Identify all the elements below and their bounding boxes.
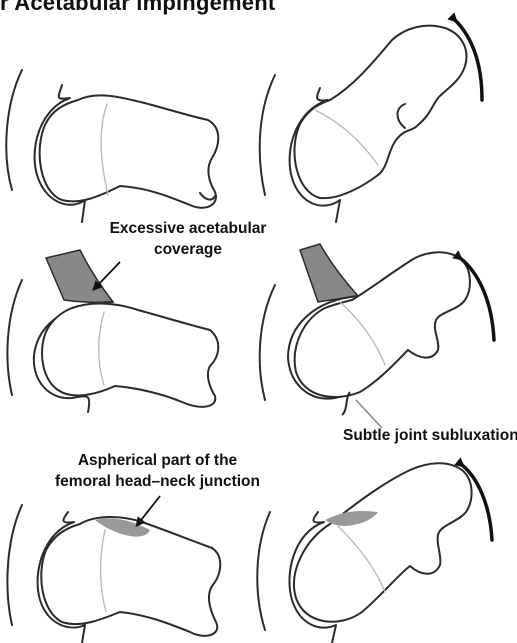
- excessive-coverage-label-line1: Excessive acetabular: [108, 218, 268, 239]
- pelvis-outline: [260, 285, 275, 400]
- excessive-coverage-label-line2: coverage: [108, 239, 268, 260]
- pelvis-outline: [260, 75, 275, 195]
- pelvis-outline: [6, 70, 22, 190]
- panel-row2-left: [7, 250, 218, 412]
- panel-row3-right: [257, 463, 471, 643]
- panel-row1-right: [260, 26, 467, 222]
- subluxation-pointer: [356, 400, 382, 428]
- femur-outline: [294, 463, 472, 622]
- femur-outline: [40, 95, 219, 207]
- aspherical-label: Aspherical part of the femoral head–neck…: [45, 450, 270, 492]
- excess-coverage-hatch: [46, 250, 113, 302]
- panel-row2-right: [260, 244, 470, 400]
- coverage-pointer: [95, 262, 120, 288]
- pelvis-outline: [257, 512, 270, 630]
- subluxation-label: Subtle joint subluxation: [343, 425, 517, 446]
- excess-coverage-hatch: [300, 244, 358, 302]
- panel-row3-left: [7, 505, 220, 643]
- femur-outline: [42, 304, 218, 407]
- excessive-coverage-label: Excessive acetabular coverage: [108, 218, 268, 260]
- panel-row1-left: [6, 70, 218, 222]
- pelvis-outline: [7, 280, 22, 395]
- pelvis-outline: [7, 505, 22, 625]
- aspherical-pointer: [138, 496, 160, 524]
- aspherical-label-line2: femoral head–neck junction: [45, 471, 270, 492]
- aspherical-label-line1: Aspherical part of the: [45, 450, 270, 471]
